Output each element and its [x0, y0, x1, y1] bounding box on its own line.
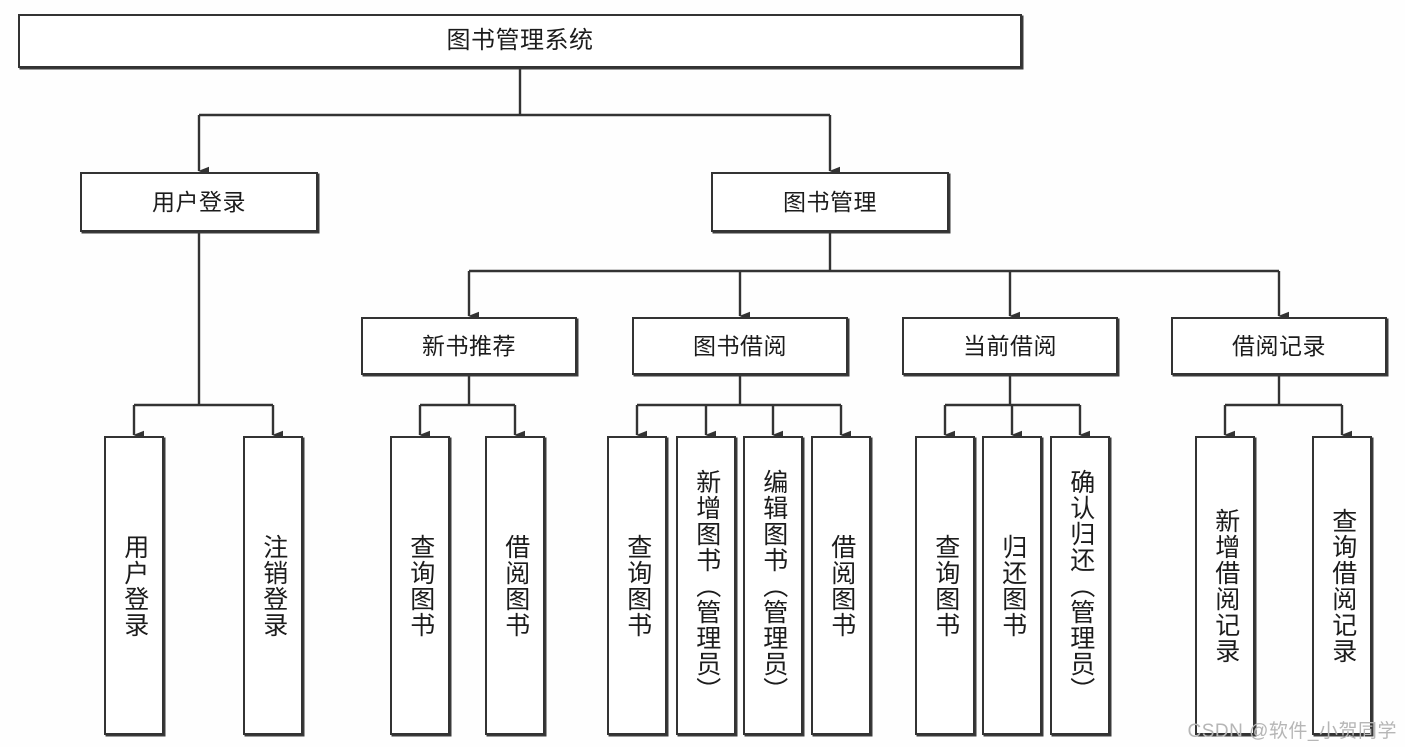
- node-label: 查询借阅记录: [1328, 507, 1357, 664]
- node-label: 确认归还（管理员）: [1066, 468, 1095, 703]
- node-root-book-management-system[interactable]: 图书管理系统: [18, 14, 1022, 68]
- node-leaf-logout[interactable]: 注销登录: [243, 436, 303, 735]
- node-leaf-add-record[interactable]: 新增借阅记录: [1195, 436, 1255, 735]
- node-leaf-query-book-1[interactable]: 查询图书: [390, 436, 450, 735]
- node-label: 注销登录: [259, 533, 288, 638]
- node-label: 用户登录: [120, 533, 149, 638]
- node-label: 新书推荐: [422, 332, 516, 359]
- node-label: 借阅图书: [501, 533, 530, 638]
- node-leaf-confirm-return[interactable]: 确认归还（管理员）: [1050, 436, 1110, 735]
- node-label: 查询图书: [931, 533, 960, 638]
- node-user-login[interactable]: 用户登录: [80, 172, 318, 232]
- node-leaf-edit-book[interactable]: 编辑图书（管理员）: [743, 436, 803, 735]
- node-book-mgmt[interactable]: 图书管理: [711, 172, 949, 232]
- node-label: 编辑图书（管理员）: [759, 468, 788, 703]
- node-leaf-return-book[interactable]: 归还图书: [982, 436, 1042, 735]
- node-book-borrow[interactable]: 图书借阅: [632, 317, 848, 375]
- node-label: 图书管理: [783, 188, 877, 215]
- node-label: 新增图书（管理员）: [692, 468, 721, 703]
- node-label: 查询图书: [406, 533, 435, 638]
- node-leaf-add-book[interactable]: 新增图书（管理员）: [676, 436, 736, 735]
- node-label: 用户登录: [152, 188, 246, 215]
- node-leaf-borrow-book-2[interactable]: 借阅图书: [811, 436, 871, 735]
- node-leaf-query-book-2[interactable]: 查询图书: [607, 436, 667, 735]
- node-label: 图书借阅: [693, 332, 787, 359]
- node-leaf-query-record[interactable]: 查询借阅记录: [1312, 436, 1372, 735]
- node-new-book-rec[interactable]: 新书推荐: [361, 317, 577, 375]
- node-label: 查询图书: [623, 533, 652, 638]
- node-current-borrow[interactable]: 当前借阅: [902, 317, 1118, 375]
- node-leaf-user-login[interactable]: 用户登录: [104, 436, 164, 735]
- node-borrow-record[interactable]: 借阅记录: [1171, 317, 1387, 375]
- node-leaf-borrow-book-1[interactable]: 借阅图书: [485, 436, 545, 735]
- node-label: 当前借阅: [963, 332, 1057, 359]
- node-label: 新增借阅记录: [1211, 507, 1240, 664]
- node-leaf-query-book-3[interactable]: 查询图书: [915, 436, 975, 735]
- node-label: 借阅图书: [827, 533, 856, 638]
- node-label: 图书管理系统: [446, 27, 594, 55]
- node-label: 归还图书: [998, 533, 1027, 638]
- node-label: 借阅记录: [1232, 332, 1326, 359]
- watermark-label: CSDN @软件_小贺同学: [1187, 721, 1397, 742]
